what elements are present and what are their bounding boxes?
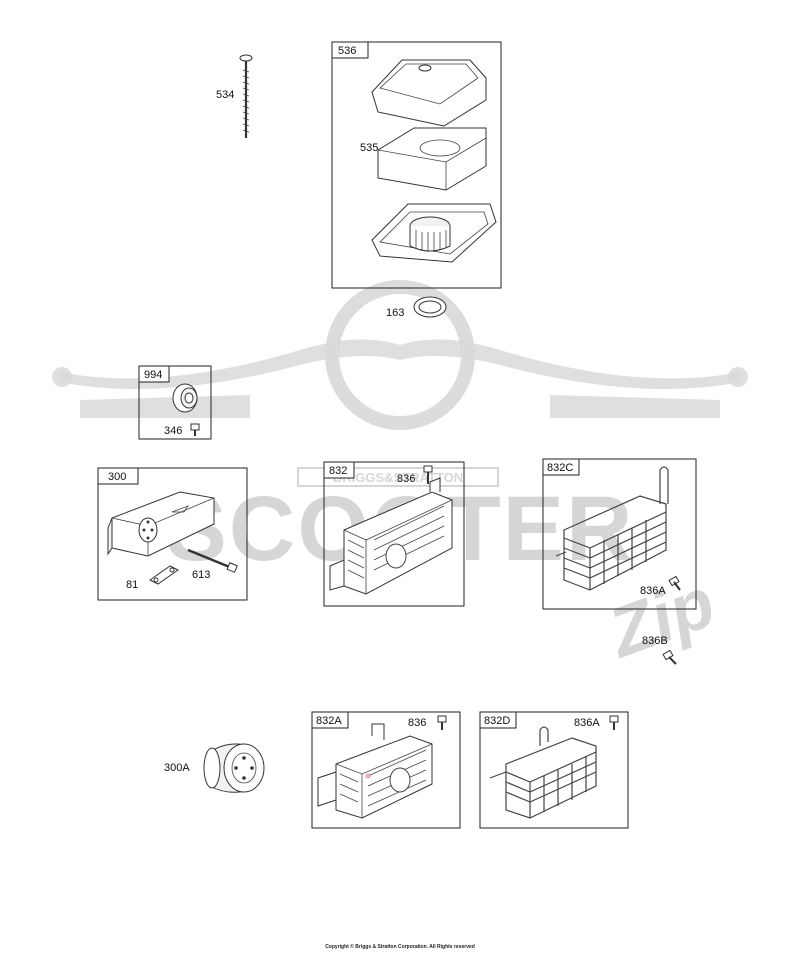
box-536-label: 536 [338,45,356,57]
part-534-bolt [239,54,253,138]
air-cleaner-base [371,203,497,263]
part-300-muffler [107,491,215,557]
box-832-label: 832 [329,465,347,477]
watermark-banner [297,467,499,487]
label-534: 534 [216,89,234,101]
part-81-plate [149,565,179,585]
box-832 [323,461,465,607]
watermark-left-grip [52,367,72,387]
label-300A: 300A [164,762,190,774]
box-832C-label: 832C [547,462,573,474]
copyright-text: Copyright © Briggs & Stratton Corporatio… [325,944,475,950]
box-832-tag [323,461,355,479]
part-832A-heat-shield [317,723,433,819]
label-81: 81 [126,579,138,591]
foam-element [377,127,487,191]
label-163: 163 [386,307,404,319]
label-613: 613 [192,569,210,581]
part-163-gasket [413,296,447,318]
box-994-label: 994 [144,369,162,381]
box-300-label: 300 [108,471,126,483]
label-836A-b: 836A [574,717,600,729]
part-346-screw [190,423,200,436]
part-836B-screw [662,649,677,665]
box-536 [331,41,502,289]
part-832C-wire-guard [555,466,669,591]
part-836A-screw-a [668,575,681,591]
box-994 [138,365,212,440]
box-832A-tag [311,711,349,729]
part-832D-wire-guard [489,726,597,819]
box-832C-tag [542,458,580,476]
box-832D [479,711,629,829]
label-535: 535 [360,142,378,154]
box-994-tag [138,365,170,383]
part-613-stud [187,548,238,573]
label-836A-a: 836A [640,585,666,597]
watermark-right-grip [728,367,748,387]
part-300A-round-muffler [203,743,265,793]
part-832-heat-shield [329,477,453,595]
air-cleaner-cover [371,59,487,127]
box-300-tag [97,467,139,485]
box-832C [542,458,697,610]
box-536-tag [331,41,369,59]
label-836-a: 836 [397,473,415,485]
watermark-left-arm [80,395,250,418]
label-836-b: 836 [408,717,426,729]
part-836-screw-a [423,465,433,484]
part-836A-screw-b [609,715,619,730]
part-836-screw-b [437,715,447,730]
box-832A-label: 832A [316,715,342,727]
watermark-right-arm [550,395,720,418]
watermark-handlebar [60,339,740,390]
box-832D-label: 832D [484,715,510,727]
box-300 [97,467,248,601]
part-994-adapter [172,383,198,413]
label-346: 346 [164,425,182,437]
box-832D-tag [479,711,517,729]
label-836B: 836B [642,635,668,647]
box-832A [311,711,461,829]
